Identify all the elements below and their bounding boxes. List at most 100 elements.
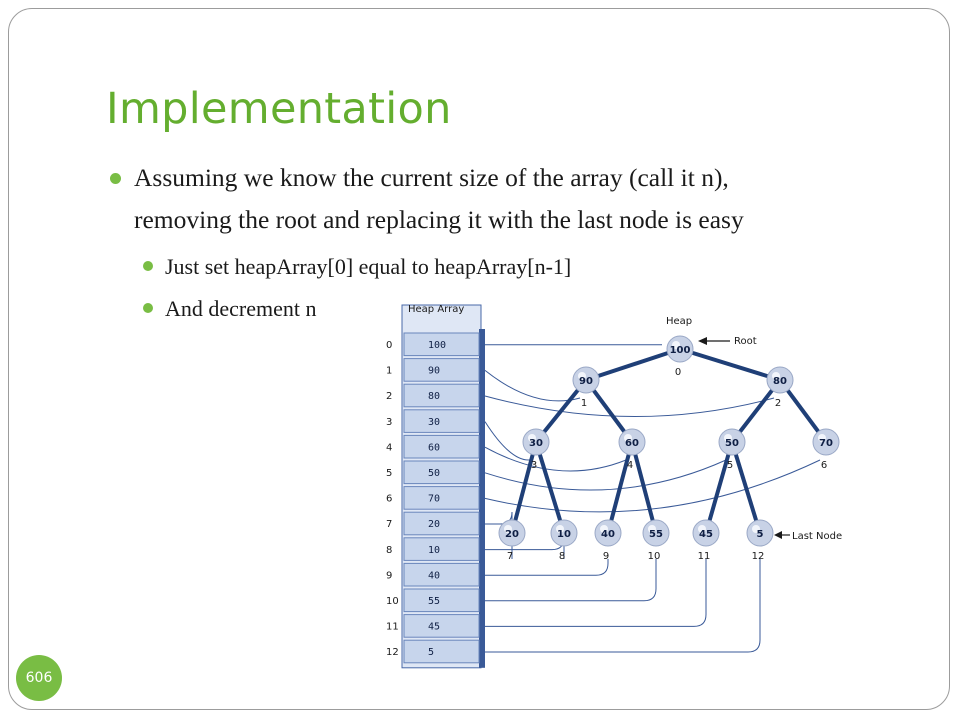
tree-node-highlight <box>672 341 680 349</box>
array-cell <box>403 409 480 433</box>
tree-node-index: 0 <box>675 367 681 378</box>
page-number-badge: 606 <box>16 655 62 701</box>
array-cell <box>403 332 480 357</box>
sub-bullet-dot <box>143 303 153 313</box>
heap-title: Heap <box>666 316 692 327</box>
heap-array-title: Heap Array <box>408 304 464 315</box>
array-index-label: 3 <box>386 417 392 428</box>
array-index-label: 10 <box>386 596 399 607</box>
bullet-sub-2: And decrement n <box>165 296 317 321</box>
tree-node-highlight <box>648 525 656 533</box>
array-cell-value: 20 <box>428 519 440 530</box>
array-index-label: 1 <box>386 366 392 377</box>
bullet-main-line2: removing the root and replacing it with … <box>134 205 744 234</box>
tree-node-value: 50 <box>725 438 739 449</box>
array-cell <box>403 434 480 459</box>
tree-node-highlight <box>624 434 632 442</box>
tree-node-index: 12 <box>752 551 765 562</box>
array-cell <box>403 588 480 613</box>
tree-node-value: 55 <box>649 529 663 540</box>
tree-node-index: 4 <box>627 460 633 471</box>
tree-edge <box>585 347 681 382</box>
array-cell <box>403 562 480 587</box>
array-node-connector <box>485 537 565 559</box>
array-index-label: 0 <box>386 340 392 351</box>
bullet-sub-1: Just set heapArray[0] equal to heapArray… <box>165 254 572 279</box>
array-index-label: 2 <box>386 391 392 402</box>
tree-node-highlight <box>698 525 706 533</box>
array-cell <box>403 511 480 536</box>
tree-node-value: 20 <box>505 529 519 540</box>
tree-node-value: 60 <box>625 438 639 449</box>
array-cell <box>403 537 480 561</box>
array-node-connector <box>484 370 581 402</box>
array-cell-value: 100 <box>428 340 446 351</box>
array-node-connector <box>485 559 761 653</box>
array-index-label: 5 <box>386 468 392 479</box>
tree-node-value: 40 <box>601 529 615 540</box>
tree-node-highlight <box>504 525 512 533</box>
array-node-connector <box>484 421 531 461</box>
tree-node-index: 2 <box>775 398 781 409</box>
array-cell-value: 50 <box>428 468 440 479</box>
tree-node-index: 3 <box>531 460 537 471</box>
array-index-label: 12 <box>386 647 399 658</box>
tree-edge <box>704 441 734 534</box>
tree-edge <box>534 441 566 534</box>
array-cell-value: 40 <box>428 570 440 581</box>
tree-node-index: 10 <box>648 551 661 562</box>
array-node-connector <box>484 395 775 417</box>
tree-node-highlight <box>752 525 760 533</box>
array-cell-value: 55 <box>428 596 440 607</box>
array-index-label: 8 <box>386 545 392 556</box>
tree-node-value: 45 <box>699 529 713 540</box>
tree-edge <box>510 441 538 534</box>
array-cell-value: 60 <box>428 442 440 453</box>
tree-node-index: 11 <box>698 551 711 562</box>
root-pointer: Root <box>698 336 757 347</box>
bullet-dot <box>110 173 121 184</box>
array-index-label: 11 <box>386 622 399 633</box>
array-node-connector <box>484 446 627 472</box>
tree-node-index: 8 <box>559 551 565 562</box>
tree-node-value: 100 <box>670 345 691 356</box>
heap-array: 1000901802303604505706207108409551045115… <box>386 304 485 669</box>
tree-node-value: 30 <box>529 438 543 449</box>
bullet-main-line1: Assuming we know the current size of the… <box>134 163 729 192</box>
slide-title: Implementation <box>106 84 452 134</box>
tree-node-value: 70 <box>819 438 833 449</box>
array-node-connector <box>484 459 821 513</box>
array-cell-value: 30 <box>428 417 440 428</box>
tree-node-value: 10 <box>557 529 571 540</box>
tree-node-highlight <box>556 525 564 533</box>
array-index-label: 9 <box>386 570 392 581</box>
root-label: Root <box>734 336 757 347</box>
tree-node-highlight <box>600 525 608 533</box>
array-cell-value: 10 <box>428 545 440 556</box>
array-index-label: 6 <box>386 494 392 505</box>
array-cell <box>403 614 480 638</box>
tree-node-index: 5 <box>727 460 733 471</box>
tree-node-value: 80 <box>773 376 787 387</box>
array-cell-value: 90 <box>428 366 440 377</box>
array-cell-value: 80 <box>428 391 440 402</box>
last-node-label: Last Node <box>792 531 842 542</box>
array-cell-value: 70 <box>428 494 440 505</box>
tree-node-value: 5 <box>757 529 764 540</box>
tree-node-index: 6 <box>821 460 827 471</box>
array-cell <box>403 639 480 664</box>
array-node-connector <box>485 559 609 576</box>
tree-edge <box>730 441 762 534</box>
tree-node-index: 9 <box>603 551 609 562</box>
array-cell-value: 5 <box>428 647 434 658</box>
heap-array-shadow <box>479 329 485 668</box>
array-node-connector <box>485 559 657 602</box>
tree-node-highlight <box>818 434 826 442</box>
tree-node-highlight <box>724 434 732 442</box>
tree-node-highlight <box>528 434 536 442</box>
array-node-connector <box>485 559 707 627</box>
array-cell <box>403 358 480 382</box>
tree-node-highlight <box>578 372 586 380</box>
array-index-label: 4 <box>386 442 392 453</box>
sub-bullet-dot <box>143 261 153 271</box>
